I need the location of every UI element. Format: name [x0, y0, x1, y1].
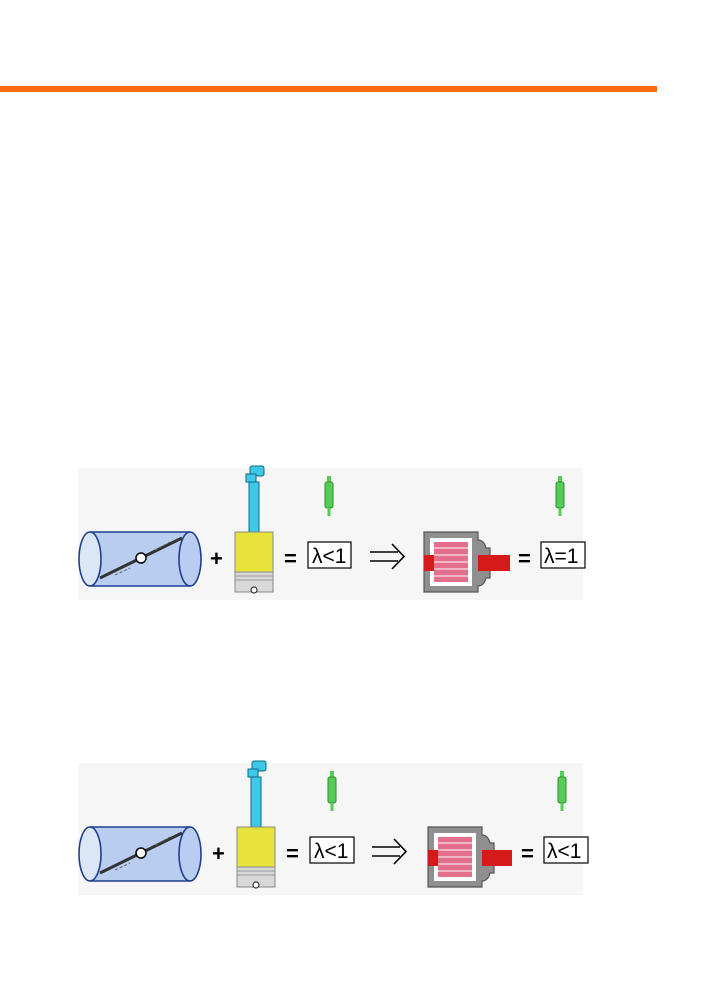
lambda-sensor-icon — [555, 476, 565, 516]
lambda-value-before: λ<1 — [314, 840, 348, 863]
implies-arrow-icon — [370, 543, 406, 570]
lambda-box-before — [307, 541, 352, 569]
plus-sign: + — [210, 546, 223, 571]
lambda-box-after — [540, 541, 586, 569]
throttle-valve-icon — [78, 531, 202, 587]
equals-sign-2: = — [518, 546, 531, 571]
throttle-valve-icon — [78, 826, 202, 882]
diagram-row-1-svg: + = λ<1 — [78, 465, 586, 600]
diagram-row-2: + = λ<1 — [70, 755, 600, 900]
catalytic-converter-icon — [423, 531, 510, 593]
lambda-box-after — [543, 836, 589, 864]
equals-sign-1: = — [284, 546, 297, 571]
lambda-value-after: λ<1 — [547, 840, 581, 863]
diagram-row-2-svg: + = λ<1 — [78, 760, 589, 895]
equals-sign-1: = — [286, 841, 299, 866]
lambda-value-before: λ<1 — [312, 545, 346, 568]
cylinder-piston-icon — [236, 826, 276, 889]
implies-arrow-icon — [372, 838, 408, 865]
catalytic-converter-icon — [427, 826, 512, 888]
lambda-value-after: λ=1 — [544, 545, 578, 568]
header-rule — [0, 86, 657, 92]
lambda-sensor-icon — [324, 476, 334, 516]
lambda-sensor-icon — [557, 771, 567, 811]
lambda-box-before — [309, 836, 355, 864]
equals-sign-2: = — [521, 841, 534, 866]
cylinder-piston-icon — [234, 531, 274, 594]
diagram-row-1: + = λ<1 — [70, 460, 600, 605]
plus-sign: + — [212, 841, 225, 866]
lambda-sensor-icon — [327, 771, 337, 811]
